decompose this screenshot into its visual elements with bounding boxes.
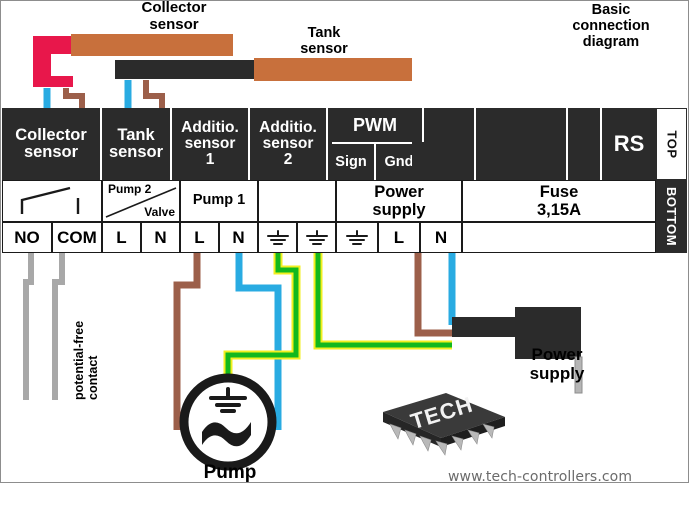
terminal-psu-earth[interactable] [336,222,378,253]
terminal-psu-l-label: L [393,227,405,247]
terminal-no-label: NO [14,227,40,247]
terminal-pump2-n[interactable]: N [141,222,180,253]
page-title: Basic connection diagram [572,2,650,51]
header-add1-line3: 1 [205,151,215,169]
pump-caption: Pump [203,462,257,483]
header-add2-line1: Additio. [259,118,317,136]
terminal-psu-n[interactable]: N [420,222,462,253]
header-collector-sensor: Collector sensor [2,108,102,180]
terminal-pump1-n[interactable]: N [219,222,258,253]
terminal-psu-l[interactable]: L [378,222,420,253]
flag-bottom: BOTTOM [656,180,687,253]
header-additional-sensor-2: Additio. sensor 2 [250,108,328,180]
flag-top-label: TOP [664,130,679,158]
cell-power-supply: Power supply [336,180,462,222]
tank-sensor-cable [115,60,256,79]
header-tank-line2: sensor [108,143,164,161]
cell-fuse: Fuse 3,15A [462,180,656,222]
potential-free-line1: potential-free [72,320,86,400]
terminal-earth-1[interactable] [258,222,297,253]
cell-psu-line2: supply [372,201,426,219]
tank-sensor-caption-line2: sensor [300,41,348,58]
collector-sensor-caption-line1: Collector [141,0,207,16]
collector-sensor-caption: Collector sensor [104,0,244,34]
header-pwm-divider-h [332,142,420,144]
terminal-pump2-l[interactable]: L [102,222,141,253]
header-tank-line1: Tank [117,125,155,144]
header-collector-line1: Collector [15,125,87,144]
header-pwm-divider-v [374,144,376,180]
header-pwm-sign: Sign [328,144,374,180]
header-additional-sensor-1: Additio. sensor 1 [172,108,250,180]
potential-free-line2: contact [86,355,101,400]
cell-fuse-line1: Fuse [539,182,579,201]
cell-ground-pair [258,180,336,222]
pwm-connector-block [412,142,462,184]
header-pwm-sign-label: Sign [335,154,367,170]
relay-switch-symbol [20,186,80,214]
terminal-pump2-l-label: L [116,227,127,247]
psu-caption-line1: Power [531,345,583,364]
diagram-frame [0,0,689,483]
header-rs: RS [602,108,656,180]
flag-top: TOP [656,108,687,180]
header-pwm-label: PWM [353,114,397,135]
website-url[interactable]: www.tech-controllers.com [448,469,633,485]
header-add1-line1: Additio. [181,118,239,136]
header-blank-3 [568,108,602,180]
pump2-valve-divider [105,187,177,218]
terminal-fuse-area [462,222,656,253]
potential-free-contact-label: potential-free contact [72,321,101,400]
header-add1-line2: sensor [184,134,236,152]
psu-caption-line2: supply [529,364,585,384]
header-pwm-title: PWM [328,108,422,142]
header-blank-2 [476,108,568,180]
header-rs-label: RS [613,131,645,157]
terminal-pump1-l-label: L [194,227,205,247]
earth-icon [346,229,368,245]
tank-sensor-body [254,58,412,81]
power-supply-caption: Power supply [508,345,606,383]
header-add2-line2: sensor [262,134,314,152]
terminal-earth-2[interactable] [297,222,336,253]
terminal-com[interactable]: COM [52,222,102,253]
cell-fuse-line2: 3,15A [536,201,582,219]
cell-valve-label: Valve [144,204,175,219]
cell-pump2-valve: Pump 2 Valve [102,180,180,222]
cell-pump1-label: Pump 1 [192,192,246,209]
header-collector-line2: sensor [23,143,79,161]
cell-pump1: Pump 1 [180,180,258,222]
terminal-block: Collector sensor Tank sensor Additio. se… [2,108,687,253]
collector-sensor-body [71,34,233,56]
tank-sensor-caption: Tank sensor [268,25,380,57]
header-pwm-gnd-label: Gnd [384,154,414,170]
cell-psu-line1: Power [374,182,424,201]
cell-pump2-label: Pump 2 [108,182,152,196]
terminal-pump2-n-label: N [154,227,167,247]
earth-icon [266,229,289,245]
terminal-com-label: COM [57,227,97,247]
tank-sensor-caption-line1: Tank [307,25,341,41]
terminal-pump1-n-label: N [232,227,245,247]
collector-sensor-head-notch [51,54,73,76]
header-tank-sensor: Tank sensor [102,108,172,180]
cell-relay-contact [2,180,102,222]
terminal-pump1-l[interactable]: L [180,222,219,253]
terminal-psu-n-label: N [434,227,448,247]
flag-bottom-label: BOTTOM [664,186,679,247]
header-add2-line3: 2 [283,151,293,169]
header-pwm-gnd: Gnd [376,144,422,180]
earth-icon [305,229,328,245]
terminal-no[interactable]: NO [2,222,52,253]
collector-sensor-caption-line2: sensor [149,15,199,33]
